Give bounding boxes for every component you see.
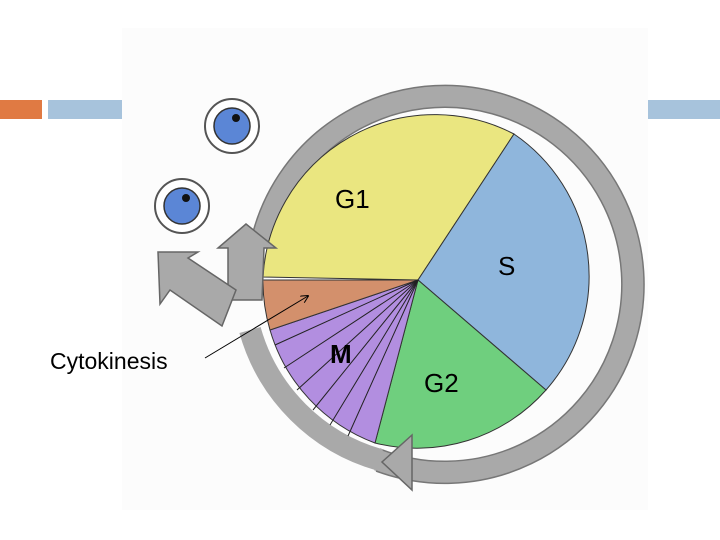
label-g2: G2 xyxy=(424,368,459,398)
segment-g2 xyxy=(374,279,547,449)
label-cytokinesis: Cytokinesis xyxy=(50,348,168,374)
accent-bar-blue-left xyxy=(48,100,122,119)
accent-bar-orange-left xyxy=(0,100,42,119)
cycle-ring-outline-inner xyxy=(271,106,623,463)
label-g1: G1 xyxy=(335,184,370,214)
label-m: M xyxy=(330,339,352,369)
segment-g1 xyxy=(262,114,515,281)
cytokinesis-pointer-line xyxy=(204,296,308,359)
exit-arrow-upper xyxy=(215,223,279,301)
segment-m xyxy=(269,279,419,444)
label-s: S xyxy=(498,251,515,281)
cycle-ring-lower xyxy=(239,326,384,471)
exit-arrow-left xyxy=(157,251,237,328)
accent-bar-blue-right xyxy=(648,100,720,119)
daughter-cell-upper xyxy=(204,98,260,154)
daughter-cell-lower xyxy=(154,178,210,234)
ring-arrowhead-bottom xyxy=(380,433,413,492)
segment-s xyxy=(417,133,590,391)
cycle-ring xyxy=(251,85,644,484)
m-phase-divider-lines xyxy=(274,279,419,437)
cycle-ring-outline-outer xyxy=(251,84,645,485)
